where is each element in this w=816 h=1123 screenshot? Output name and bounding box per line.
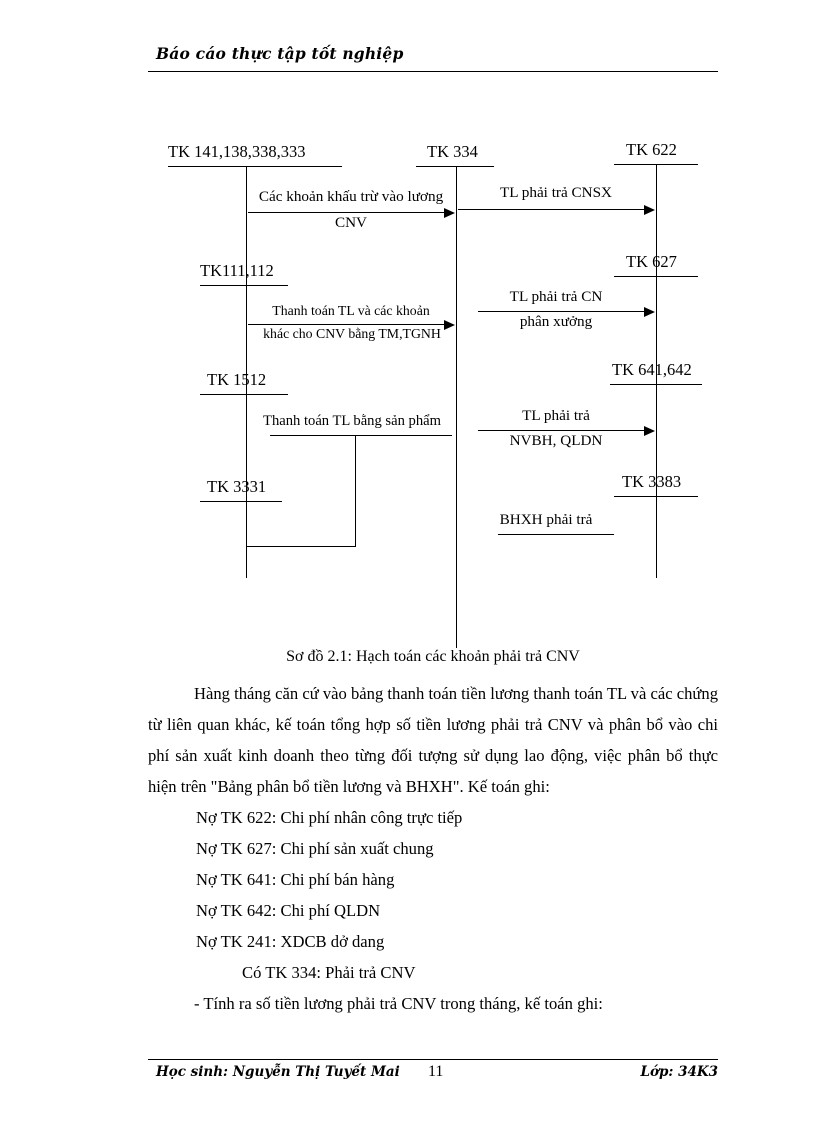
account-rule-left-3	[200, 394, 288, 395]
account-stem-right	[656, 164, 657, 578]
flow-arrow-line-left-2	[248, 324, 446, 325]
flow-label-right-2-line1: TL phải trả CN	[509, 288, 603, 305]
body-text: Hàng tháng căn cứ vào bảng thanh toán ti…	[148, 678, 718, 1019]
footer-student-name: Học sinh: Nguyễn Thị Tuyết Mai	[156, 1064, 400, 1080]
account-label-left-3: TK 1512	[207, 370, 267, 389]
flow-label-right-4-line1: BHXH phải trả	[499, 511, 593, 528]
account-rule-left-2	[200, 285, 288, 286]
flow-label-left-1-line1: Các khoản khấu trừ vào lương	[258, 188, 444, 205]
flow-arrow-line-left-1	[248, 212, 446, 213]
flow-arrow-line-right-3	[478, 430, 646, 431]
account-label-right-1: TK 622	[626, 140, 677, 159]
account-label-left-1: TK 141,138,338,333	[168, 142, 306, 161]
flow-label-right-3-line2: NVBH, QLDN	[509, 432, 603, 449]
running-footer: Học sinh: Nguyễn Thị Tuyết Mai 11 Lớp: 3…	[148, 1063, 718, 1090]
flow-label-left-2-line2: khác cho CNV bằng TM,TGNH	[263, 326, 441, 341]
flow-arrow-head-right-2	[644, 307, 655, 317]
flow-label-right-2-line2: phân xưởng	[519, 313, 593, 330]
account-rule-center	[416, 166, 494, 167]
body-paragraph: Hàng tháng căn cứ vào bảng thanh toán ti…	[148, 684, 718, 796]
account-label-left-2: TK111,112	[200, 261, 274, 280]
flow-arrow-line-right-1	[458, 209, 646, 210]
account-label-center: TK 334	[427, 142, 478, 161]
flow-label-left-2-line1: Thanh toán TL và các khoản	[272, 303, 430, 318]
flow-label-left-3-line1: Thanh toán TL bằng sản phẩm	[263, 413, 441, 429]
account-label-right-3: TK 641,642	[612, 360, 692, 379]
account-stem-left	[246, 166, 247, 578]
flow-arrow-head-left-1	[444, 208, 455, 218]
page-number: 11	[428, 1063, 444, 1080]
footer-class-label: Lớp: 34K3	[640, 1064, 718, 1080]
flow-arrow-line-left-3	[270, 435, 452, 436]
header-divider	[148, 71, 718, 72]
flow-label-left-1-line2: CNV	[334, 214, 368, 231]
flow-label-right-3-line1: TL phải trả	[522, 407, 590, 424]
journal-entry-debit-241: Nợ TK 241: XDCB dở dang	[196, 932, 385, 951]
account-label-left-4: TK 3331	[207, 477, 267, 496]
running-header: Báo cáo thực tập tốt nghiệp	[148, 44, 718, 78]
flow-arrow-head-right-3	[644, 426, 655, 436]
body-closing-line: - Tính ra số tiền lương phải trả CNV tro…	[194, 994, 603, 1013]
account-stem-center	[456, 166, 457, 648]
journal-entry-debit-627: Nợ TK 627: Chi phí sản xuất chung	[196, 839, 434, 858]
footer-divider	[148, 1059, 718, 1060]
bracket-drop-line-tk3331	[355, 435, 356, 546]
flow-arrow-line-right-2	[478, 311, 646, 312]
account-label-right-2: TK 627	[626, 252, 677, 271]
journal-entry-debit-641: Nợ TK 641: Chi phí bán hàng	[196, 870, 395, 889]
bracket-elbow-line-tk3331	[246, 546, 356, 547]
journal-entry-debit-622: Nợ TK 622: Chi phí nhân công trực tiếp	[196, 808, 463, 827]
journal-entry-debit-642: Nợ TK 642: Chi phí QLDN	[196, 901, 381, 920]
t-account-diagram: TK 141,138,338,333 TK111,112 TK 1512 TK …	[168, 140, 702, 648]
account-rule-left-1	[168, 166, 342, 167]
flow-arrow-line-right-4	[498, 534, 614, 535]
account-rule-left-4	[200, 501, 282, 502]
flow-arrow-head-right-1	[644, 205, 655, 215]
journal-entry-credit-334: Có TK 334: Phải trả CNV	[242, 963, 416, 982]
flow-arrow-head-left-2	[444, 320, 455, 330]
header-title: Báo cáo thực tập tốt nghiệp	[156, 44, 404, 63]
account-label-right-4: TK 3383	[622, 472, 682, 491]
diagram-caption: Sơ đồ 2.1: Hạch toán các khoản phải trả …	[286, 648, 580, 665]
flow-label-right-1-line1: TL phải trả CNSX	[499, 184, 613, 201]
